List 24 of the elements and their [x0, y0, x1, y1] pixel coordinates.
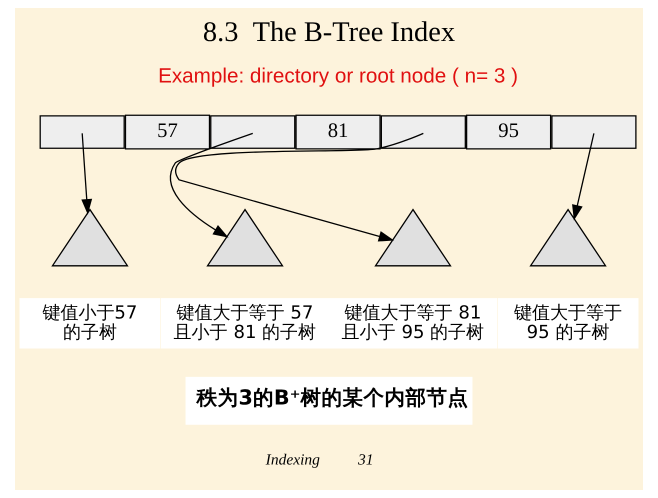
caption: 秩为3的B⁺树的某个内部节点 — [196, 385, 469, 410]
node-label: 键值小于57 的子树 — [42, 302, 138, 343]
node-triangle — [374, 208, 452, 266]
label: 31 — [358, 451, 374, 468]
node-triangle — [206, 208, 284, 266]
label: Example: directory or root node ( n= 3 ) — [158, 64, 518, 88]
node-triangle — [51, 208, 129, 266]
arrow — [572, 133, 595, 220]
node-box — [40, 115, 125, 149]
arrow — [170, 132, 253, 238]
arrow — [81, 133, 92, 215]
node-box — [551, 115, 637, 149]
node-box — [210, 115, 296, 149]
node-label: 键值大于等于 95 的子树 — [514, 302, 622, 343]
node-box: 57 — [124, 114, 210, 150]
node-box: 95 — [466, 114, 552, 150]
arrow — [175, 132, 424, 242]
node-triangle — [529, 208, 607, 266]
node-box — [380, 115, 466, 149]
diagram-title: 8.3 The B-Tree Index — [202, 17, 456, 48]
node-label: 键值大于等于 81 且小于 95 的子树 — [342, 302, 484, 343]
node-box: 81 — [295, 114, 381, 150]
node-label: 键值大于等于 57 且小于 81 的子树 — [174, 302, 316, 343]
label: Indexing — [266, 451, 320, 468]
